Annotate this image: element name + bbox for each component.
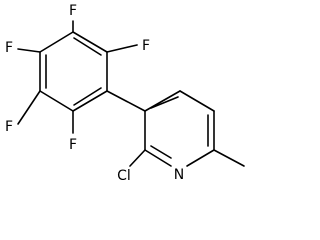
chlorine-atom: Cl: [117, 168, 131, 184]
pentafluorophenyl-ring: [39, 31, 108, 112]
methyl-bond: [213, 149, 245, 167]
nitrogen-atom: N: [174, 167, 184, 183]
double-bond-inner: [150, 145, 172, 159]
fluorine-atom-upper-right: F: [142, 38, 150, 54]
bond: [17, 90, 41, 125]
fluorine-atom-lower-left: F: [5, 119, 13, 135]
fluorine-atom-upper-left: F: [5, 40, 13, 56]
c-cl-bond: [129, 149, 146, 167]
double-bond-inner: [150, 96, 179, 109]
bond: [72, 90, 108, 112]
fluorine-atom-bottom: F: [69, 137, 77, 153]
double-bond-inner: [73, 87, 102, 106]
bond: [106, 44, 138, 53]
double-bond-inner: [73, 37, 102, 56]
biaryl-bond: [106, 90, 146, 112]
molecule-structure: F F F F F Cl N: [5, 3, 245, 184]
fluorine-bonds: [17, 20, 138, 134]
bond: [39, 90, 74, 112]
bond: [186, 149, 215, 167]
bond: [179, 90, 215, 112]
fluorine-atom-top: F: [69, 3, 77, 19]
bond: [72, 31, 108, 53]
bond: [17, 48, 41, 53]
bond: [144, 149, 172, 167]
structure-drawing: F F F F F Cl N: [5, 3, 245, 184]
bond: [39, 31, 74, 53]
pyridine-ring: [144, 90, 215, 167]
